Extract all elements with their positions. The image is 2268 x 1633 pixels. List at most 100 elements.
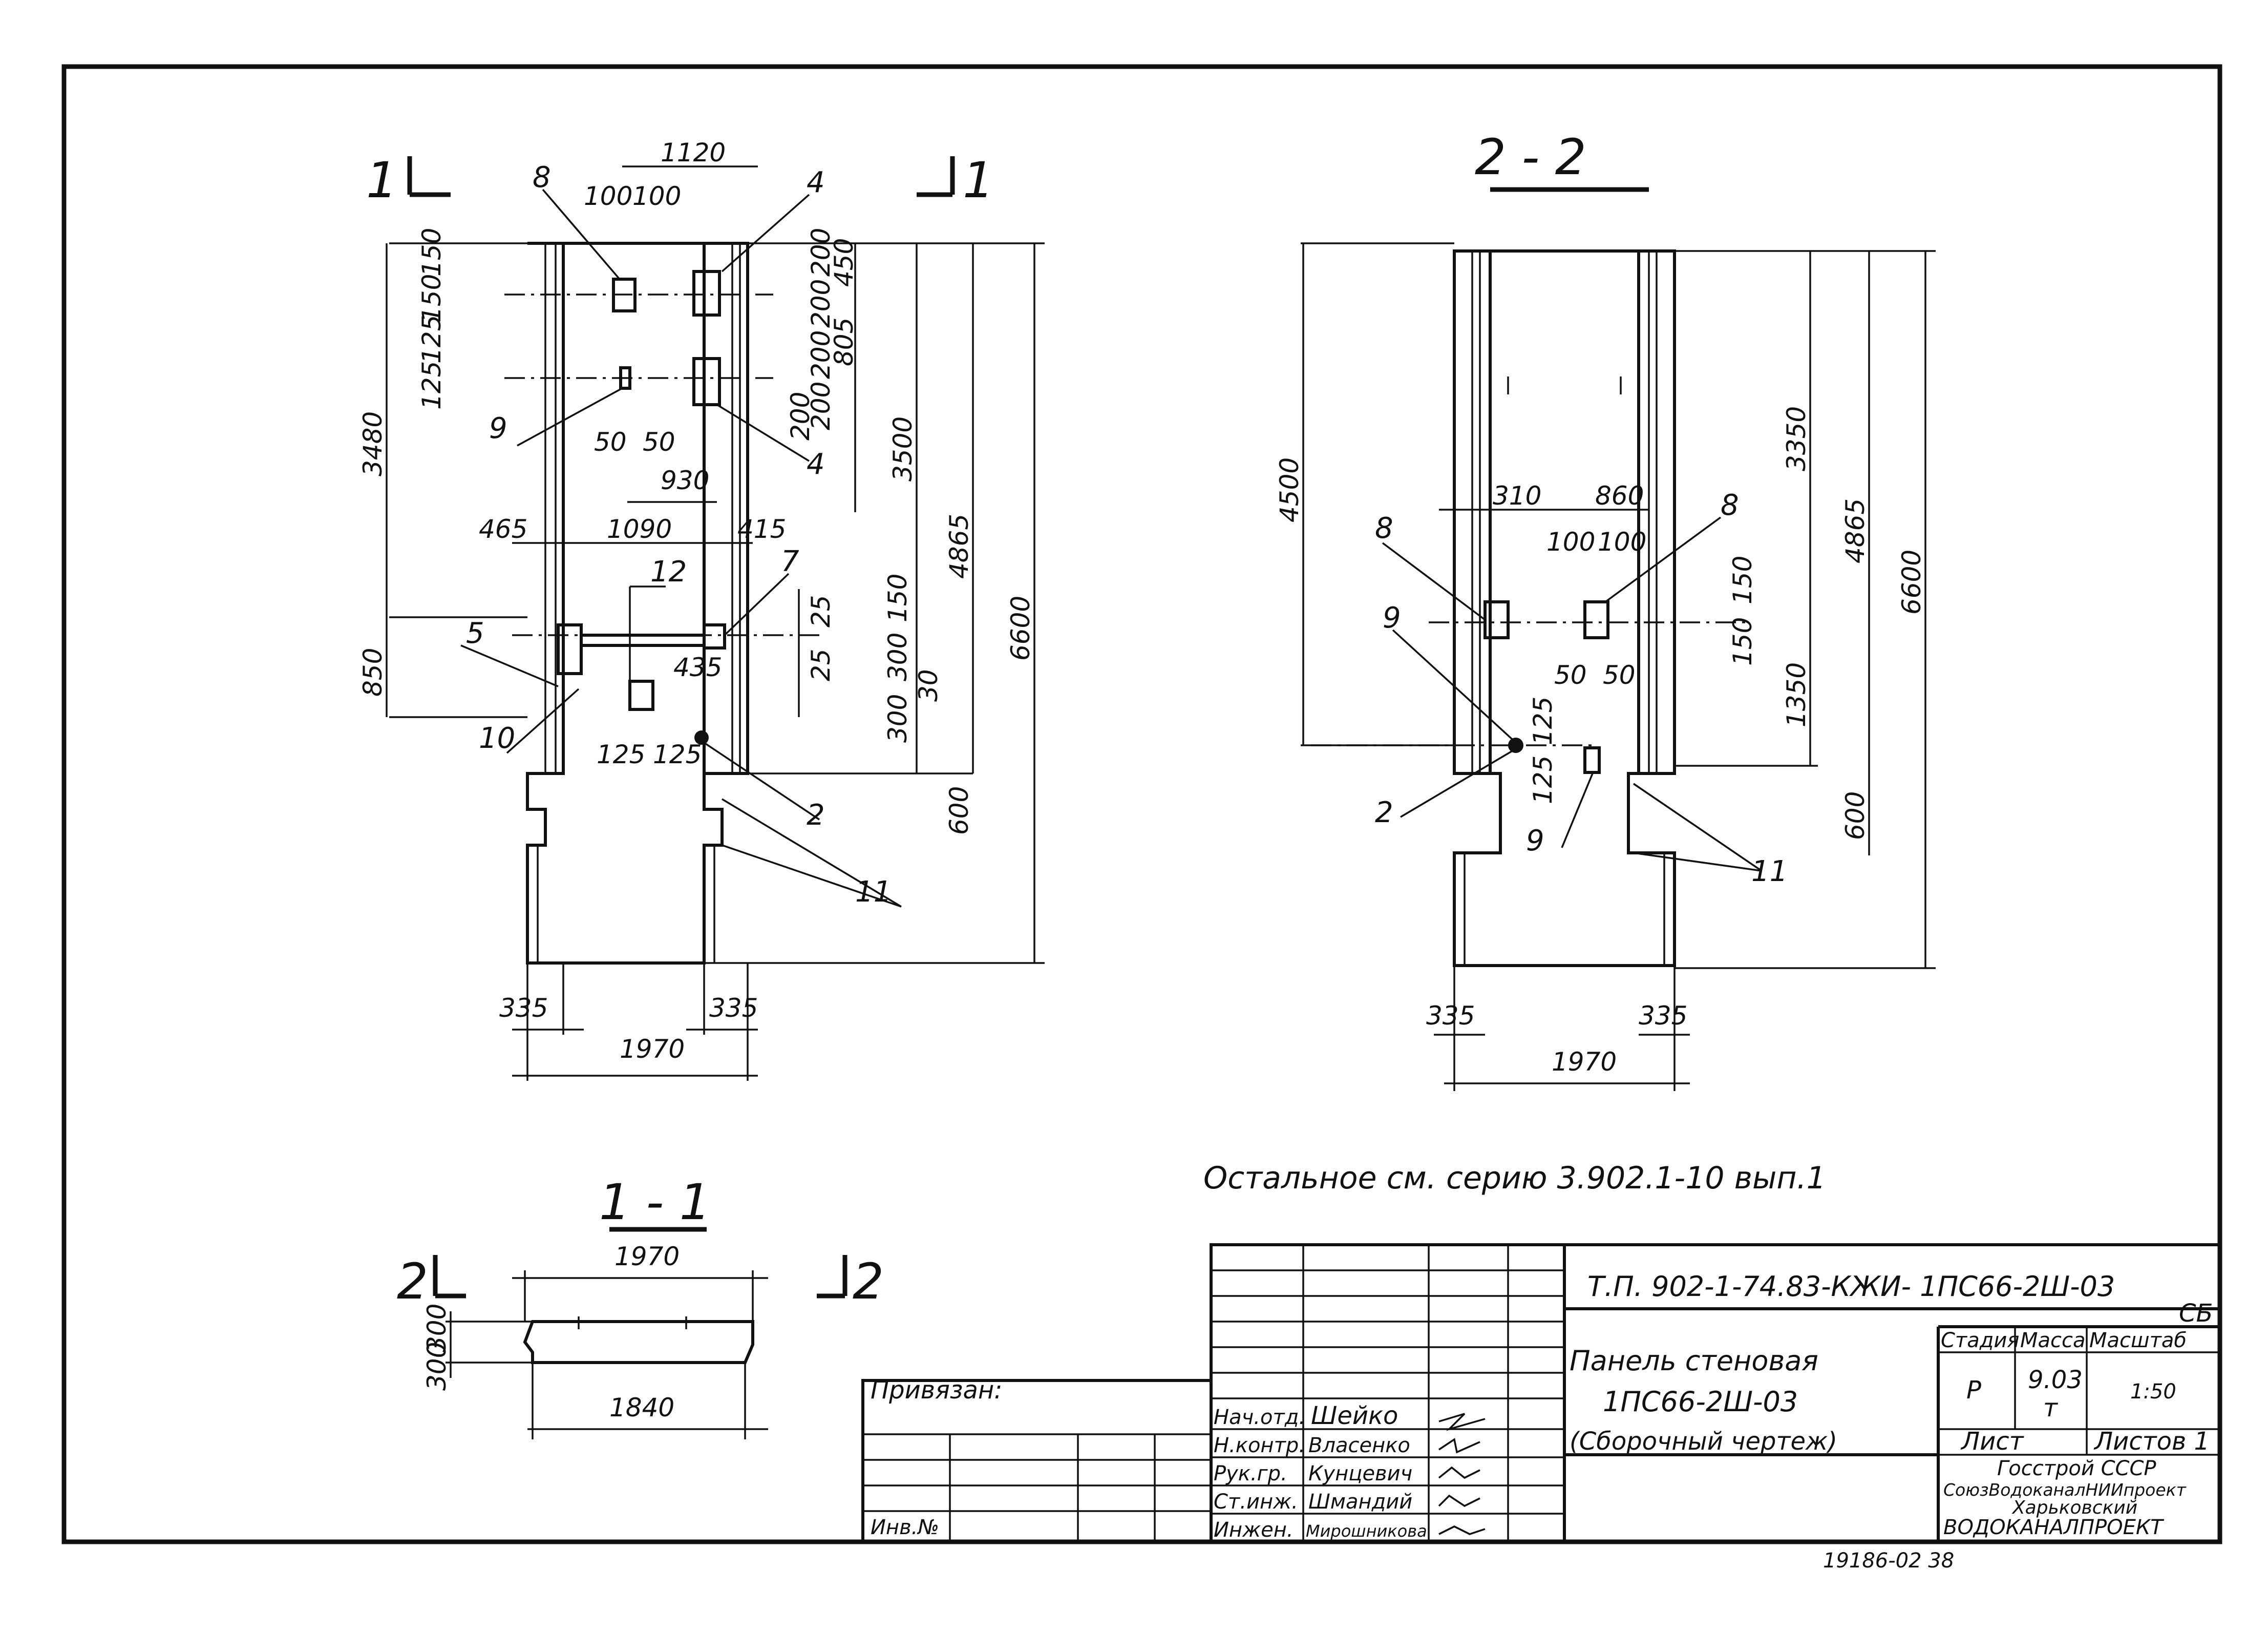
privyazan-label: Привязан: — [871, 1376, 1002, 1405]
col-mass-header: Масса — [2020, 1329, 2086, 1352]
title-block: Привязан: Инв.№ Нач.отд. Шейко Н.контр. … — [861, 1243, 2221, 1543]
dim-4865: 4865 — [944, 514, 974, 579]
dim-50b: 50 — [1603, 660, 1636, 690]
dim-125a: 125 — [1528, 697, 1558, 745]
dim-150b: 150 — [1728, 617, 1757, 666]
col-scale-header: Масштаб — [2089, 1329, 2187, 1352]
mass-value: 9.03 — [2028, 1366, 2083, 1394]
dim-50a: 50 — [1554, 660, 1587, 690]
org-line-3: Харьковский — [2011, 1497, 2137, 1518]
section-mark-1-left: 1 — [366, 152, 397, 209]
dim-310: 310 — [1493, 481, 1541, 511]
callout-4-top: 4 — [807, 166, 825, 199]
staff-role-2: Рук.гр. — [1214, 1462, 1287, 1485]
dim-1090: 1090 — [607, 514, 672, 544]
dim-4865: 4865 — [1840, 498, 1870, 563]
dim-100b: 100 — [1598, 527, 1646, 557]
sheets-label: Листов 1 — [2093, 1427, 2210, 1456]
callout-4-mid: 4 — [807, 448, 825, 481]
staff-role-3: Ст.инж. — [1214, 1490, 1298, 1514]
dim-4500: 4500 — [1275, 457, 1304, 522]
view-2-2: 2 - 2 — [1275, 129, 1936, 1091]
callout-8: 8 — [533, 161, 551, 194]
callout-2: 2 — [807, 799, 825, 832]
dim-600: 600 — [1840, 791, 1870, 840]
dim-3480: 3480 — [358, 411, 388, 476]
dim-3500: 3500 — [888, 416, 918, 481]
note-text: Остальное см. серию 3.902.1-10 вып.1 — [1203, 1160, 1826, 1196]
footer-number: 19186-02 38 — [1823, 1549, 1954, 1573]
dim-200b: 200 — [806, 279, 836, 328]
staff-name-0: Шейко — [1311, 1401, 1398, 1430]
callout-9-left: 9 — [1383, 601, 1401, 635]
dim-450: 450 — [829, 238, 859, 287]
staff-name-2: Кунцевич — [1308, 1462, 1412, 1485]
callout-9: 9 — [489, 412, 507, 445]
callout-9-bottom: 9 — [1526, 824, 1544, 857]
dim-6600: 6600 — [1006, 596, 1035, 661]
dim-30: 30 — [914, 669, 943, 702]
mass-unit: т — [2043, 1394, 2059, 1422]
section-mark-1-right: 1 — [963, 152, 994, 209]
drawing-code-suffix: СБ — [2179, 1299, 2213, 1328]
dim-335-right: 335 — [709, 993, 758, 1023]
col-stage-header: Стадия — [1941, 1329, 2019, 1352]
sheet-label: Лист — [1960, 1427, 2025, 1456]
dim-150b: 150 — [417, 274, 447, 323]
dim-200a: 200 — [806, 228, 836, 277]
panel-outline-2 — [1453, 249, 1676, 967]
staff-name-1: Власенко — [1308, 1434, 1410, 1457]
callout-11: 11 — [1751, 855, 1788, 888]
dim-125d: 125 — [653, 740, 702, 769]
dim-930: 930 — [661, 466, 709, 495]
dim-1970: 1970 — [1552, 1047, 1617, 1077]
dim-125c: 125 — [597, 740, 645, 769]
inv-label: Инв.№ — [871, 1516, 939, 1539]
thickness-300a: 300 — [422, 1304, 452, 1352]
dim-50b: 50 — [643, 427, 675, 457]
callout-11: 11 — [855, 875, 892, 909]
section-1-1-title: 1 - 1 — [599, 1174, 711, 1231]
dim-200c: 200 — [806, 330, 836, 379]
dim-125a: 125 — [417, 361, 447, 410]
dim-1970: 1970 — [620, 1034, 685, 1064]
dim-435: 435 — [673, 653, 722, 682]
section-1-1: 1 - 1 2 2 1970 1840 300 300 — [397, 1174, 884, 1439]
title-line-1: Панель стеновая — [1570, 1345, 1818, 1377]
dim-3350: 3350 — [1782, 406, 1811, 471]
dim-335-right: 335 — [1639, 1001, 1687, 1031]
staff-role-4: Инжен. — [1214, 1518, 1294, 1542]
width-1840: 1840 — [609, 1393, 674, 1422]
staff-name-4: Мирошникова — [1306, 1521, 1427, 1541]
dim-1350: 1350 — [1782, 662, 1811, 727]
dim-125b: 125 — [1528, 756, 1558, 804]
callout-5: 5 — [466, 617, 484, 650]
dim-200e: 200 — [786, 392, 815, 441]
dim-200d: 200 — [806, 382, 836, 430]
staff-name-3: Шмандий — [1308, 1490, 1412, 1514]
dim-25a: 25 — [806, 595, 836, 627]
dim-100a: 100 — [584, 181, 632, 211]
dim-1120: 1120 — [661, 138, 726, 168]
stage-value: Р — [1966, 1376, 1981, 1405]
dim-805: 805 — [829, 318, 859, 366]
callout-2: 2 — [1375, 796, 1393, 829]
dim-50a: 50 — [594, 427, 627, 457]
scale-value: 1:50 — [2130, 1380, 2176, 1404]
title-line-2: 1ПС66-2Ш-03 — [1603, 1386, 1798, 1418]
dim-335-left: 335 — [1426, 1001, 1475, 1031]
width-1970: 1970 — [614, 1242, 680, 1271]
dim-300a: 300 — [883, 633, 913, 681]
callout-12: 12 — [650, 555, 687, 589]
org-line-2: СоюзВодоканалНИИпроект — [1943, 1480, 2187, 1500]
callout-8-left: 8 — [1375, 512, 1393, 545]
title-line-3: (Сборочный чертеж) — [1570, 1427, 1837, 1456]
dim-100b: 100 — [632, 181, 681, 211]
thickness-300b: 300 — [422, 1342, 452, 1391]
callout-10: 10 — [479, 722, 515, 755]
dim-465: 465 — [479, 514, 527, 544]
section-mark-2-left: 2 — [397, 1253, 428, 1310]
dim-335-left: 335 — [499, 993, 548, 1023]
dim-6600: 6600 — [1897, 550, 1926, 615]
